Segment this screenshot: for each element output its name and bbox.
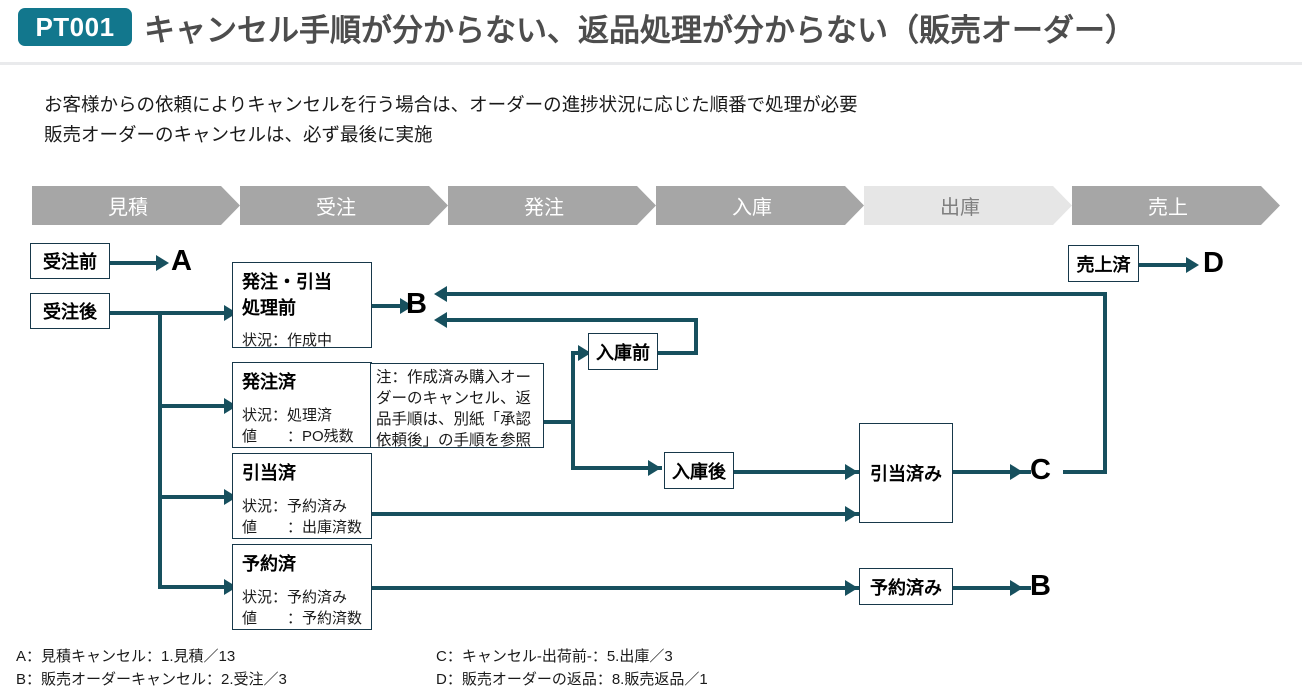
arrowhead-hikiate-to-c	[1010, 464, 1023, 480]
connector-nyukomae-out	[658, 351, 698, 355]
box-yoyaku-zumi[interactable]: 予約済 状況：予約済み 値 ：予約済数	[232, 544, 372, 630]
connector-hikiatezumi-to-right	[371, 512, 862, 516]
stage-label: 見積	[108, 197, 148, 219]
arrowhead-note-to-nyukomae	[578, 345, 591, 361]
slide-id-badge: PT001	[18, 8, 132, 46]
box-hatchu-hikiate-mae[interactable]: 発注・引当 処理前 状況：作成中	[232, 262, 372, 349]
box-hikiate-zumi[interactable]: 引当済 状況：予約済み 値 ：出庫済数	[232, 453, 372, 539]
connector-yoyaku-to-right	[371, 586, 862, 590]
box-hikiate-zumi-detail-2: 値 ：出庫済数	[242, 519, 363, 536]
connector-nyukomae-riser	[694, 318, 698, 355]
box-juchu-mae-label: 受注前	[43, 252, 97, 272]
stage-label: 売上	[1148, 197, 1188, 219]
box-hikiate-zumi-right[interactable]: 引当済み	[859, 423, 953, 523]
lead-paragraph: お客様からの依頼によりキャンセルを行う場合は、オーダーの進捗状況に応じた順番で処…	[44, 90, 1144, 150]
footnote-b: B：販売オーダーキャンセル：2.受注／3	[16, 671, 287, 688]
footnote-d: D：販売オーダーの返品：8.販売返品／1	[436, 671, 708, 688]
box-yoyaku-zumi-title: 予約済	[242, 554, 296, 574]
lead-line-2: 販売オーダーのキャンセルは、必ず最後に実施	[44, 124, 433, 145]
box-hatchu-hikiate-mae-title-2: 処理前	[242, 298, 296, 318]
box-hatchu-zumi-detail-2: 値 ：PO残数	[242, 428, 354, 445]
header-divider	[0, 62, 1302, 65]
box-hatchu-hikiate-mae-detail-1: 状況：作成中	[242, 332, 333, 349]
box-nyuko-go[interactable]: 入庫後	[664, 452, 734, 489]
arrowhead-uriage-to-d	[1186, 257, 1199, 273]
box-hikiate-zumi-detail-1: 状況：予約済み	[242, 498, 348, 515]
stage-label: 出庫	[940, 197, 980, 219]
connector-right-riser	[1103, 292, 1107, 474]
box-hikiate-zumi-title: 引当済	[242, 463, 296, 483]
marker-b-bottom: B	[1030, 570, 1051, 602]
box-hatchu-hikiate-mae-title-1: 発注・引当	[242, 272, 332, 292]
arrowhead-yoyakuzumi-to-b	[1010, 580, 1023, 596]
note-line-3: 品手順は、別紙「承認	[376, 411, 532, 428]
box-hatchu-zumi[interactable]: 発注済 状況：処理済 値 ：PO残数	[232, 362, 372, 448]
arrowhead-nyukogo-to-hikiate	[845, 464, 858, 480]
stage-chevron-juchu: 受注	[240, 186, 448, 225]
box-juchu-go-label: 受注後	[43, 302, 97, 322]
connector-note-out	[543, 420, 575, 424]
note-line-4: 依頼後」の手順を参照	[376, 432, 532, 449]
connector-branch-3	[158, 495, 228, 499]
box-juchu-go[interactable]: 受注後	[30, 293, 110, 329]
connector-juchugo-trunk	[158, 311, 162, 587]
stage-chevron-shukko: 出庫	[864, 186, 1072, 225]
connector-uriage-to-d	[1139, 263, 1194, 267]
marker-b-top: B	[406, 288, 427, 320]
connector-nyukogo-to-hikiate	[734, 470, 862, 474]
box-yoyaku-zumi-detail-2: 値 ：予約済数	[242, 610, 363, 627]
box-uriage-zumi-label: 売上済	[1076, 254, 1131, 275]
footnote-a: A：見積キャンセル：1.見積／13	[16, 648, 236, 665]
arrowhead-return-top-to-b	[434, 286, 447, 302]
connector-branch-4	[158, 585, 228, 589]
connector-branch-1	[158, 311, 228, 315]
note-line-1: 注：作成済み購入オー	[376, 369, 532, 386]
lead-line-1: お客様からの依頼によりキャンセルを行う場合は、オーダーの進捗状況に応じた順番で処…	[44, 94, 858, 115]
stage-chevron-nyuko: 入庫	[656, 186, 864, 225]
note-line-2: ダーのキャンセル、返	[376, 390, 532, 407]
marker-a: A	[171, 245, 192, 277]
connector-c-to-riser	[1063, 470, 1107, 474]
connector-nyukomae-to-b	[447, 318, 698, 322]
connector-note-to-nyukogo	[571, 466, 662, 470]
connector-hatchumae-to-b	[372, 304, 404, 308]
box-juchu-mae[interactable]: 受注前	[30, 243, 110, 279]
marker-c: C	[1030, 454, 1051, 486]
box-uriage-zumi[interactable]: 売上済	[1068, 245, 1139, 282]
box-nyuko-mae[interactable]: 入庫前	[588, 333, 658, 370]
stage-label: 発注	[524, 197, 564, 219]
arrowhead-hikiatezumi-to-right	[845, 506, 858, 522]
arrowhead-yoyaku-to-right	[845, 580, 858, 596]
box-hatchu-zumi-detail-1: 状況：処理済	[242, 407, 333, 424]
footnote-c: C：キャンセル-出荷前-：5.出庫／3	[436, 648, 673, 665]
box-yoyaku-zumi-detail-1: 状況：予約済み	[242, 589, 348, 606]
arrowhead-nyukomae-to-b	[434, 312, 447, 328]
connector-juchumae-to-a	[110, 261, 158, 265]
stage-chevron-uriage: 売上	[1072, 186, 1280, 225]
arrowhead-hatchumae-to-b	[400, 298, 413, 314]
marker-d: D	[1203, 247, 1224, 279]
connector-branch-2	[158, 404, 228, 408]
stage-chevron-hatchu: 発注	[448, 186, 656, 225]
box-nyuko-mae-label: 入庫前	[596, 342, 650, 363]
page-title: キャンセル手順が分からない、返品処理が分からない（販売オーダー）	[144, 12, 1136, 48]
box-hikiate-zumi-right-label: 引当済み	[870, 464, 942, 484]
box-hatchu-zumi-title: 発注済	[242, 372, 296, 392]
stage-label: 受注	[316, 197, 356, 219]
connector-return-top-to-b	[447, 292, 1107, 296]
connector-hikiate-to-c	[953, 470, 1031, 474]
connector-note-split	[571, 351, 575, 470]
box-yoyaku-zumi-right-label: 予約済み	[870, 577, 942, 598]
arrowhead-note-to-nyukogo	[648, 460, 661, 476]
connector-yoyakuzumi-to-b	[953, 586, 1031, 590]
stage-chevron-mitsumori: 見積	[32, 186, 240, 225]
box-note-callout: 注：作成済み購入オー ダーのキャンセル、返 品手順は、別紙「承認 依頼後」の手順…	[370, 363, 544, 449]
box-yoyaku-zumi-right[interactable]: 予約済み	[859, 568, 953, 605]
box-nyuko-go-label: 入庫後	[672, 461, 726, 482]
arrowhead-juchumae-to-a	[156, 255, 169, 271]
stage-label: 入庫	[732, 197, 772, 219]
